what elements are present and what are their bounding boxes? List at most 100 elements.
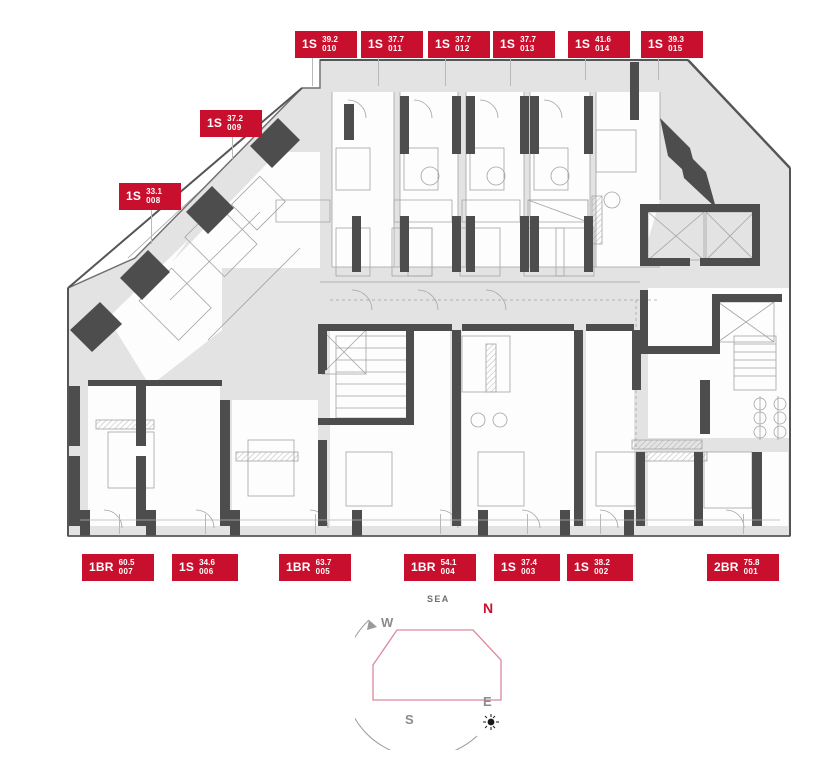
unit-type: 1S (207, 116, 223, 130)
unit-code: 004 (440, 567, 456, 576)
unit-code: 005 (315, 567, 331, 576)
unit-leader-line (600, 514, 601, 534)
unit-area: 39.2 (322, 34, 339, 44)
compass-sea-label: SEA (427, 594, 450, 604)
unit-area: 39.3 (668, 34, 685, 44)
unit-area: 75.8 (743, 557, 760, 567)
unit-leader-line (527, 514, 528, 534)
unit-area: 37.7 (388, 34, 405, 44)
unit-code: 002 (594, 567, 609, 576)
unit-leader-line (232, 137, 233, 159)
unit-code: 012 (455, 44, 470, 53)
unit-area: 60.5 (118, 557, 135, 567)
unit-leader-line (119, 514, 120, 534)
unit-type: 1S (574, 560, 590, 574)
unit-area: 41.6 (595, 34, 612, 44)
unit-type: 1S (368, 37, 384, 51)
unit-type: 2BR (714, 560, 739, 574)
unit-leader-line (510, 58, 511, 86)
building-outline (67, 59, 791, 537)
unit-leader-line (743, 514, 744, 534)
unit-code: 007 (118, 567, 134, 576)
unit-type: 1S (126, 189, 142, 203)
unit-code: 006 (199, 567, 214, 576)
unit-code: 003 (521, 567, 536, 576)
unit-leader-line (585, 58, 586, 80)
unit-type: 1S (435, 37, 451, 51)
compass-east-label: E (483, 694, 492, 709)
unit-leader-line (378, 58, 379, 86)
unit-type: 1BR (286, 560, 311, 574)
compass-north-label: N (483, 600, 494, 616)
unit-type: 1S (179, 560, 195, 574)
unit-leader-line (205, 514, 206, 534)
unit-area: 38.2 (594, 557, 611, 567)
unit-area: 37.7 (455, 34, 472, 44)
apartment-interior-fills (88, 92, 790, 526)
unit-type: 1S (501, 560, 517, 574)
unit-type: 1BR (89, 560, 114, 574)
unit-type: 1S (302, 37, 318, 51)
unit-code: 010 (322, 44, 337, 53)
compass-south-label: S (405, 712, 414, 727)
unit-area: 54.1 (440, 557, 457, 567)
unit-area: 63.7 (315, 557, 332, 567)
unit-area: 37.7 (520, 34, 537, 44)
unit-code: 013 (520, 44, 535, 53)
unit-leader-line (658, 58, 659, 80)
unit-type: 1S (648, 37, 664, 51)
unit-code: 001 (743, 567, 759, 576)
unit-leader-line (440, 514, 441, 534)
unit-code: 014 (595, 44, 610, 53)
unit-area: 33.1 (146, 186, 163, 196)
unit-code: 015 (668, 44, 683, 53)
unit-area: 37.2 (227, 113, 244, 123)
unit-leader-line (315, 514, 316, 534)
structural-walls (68, 62, 782, 536)
unit-type: 1BR (411, 560, 436, 574)
unit-leader-line (445, 58, 446, 86)
compass-west-label: W (381, 615, 394, 630)
unit-code: 011 (388, 44, 403, 53)
compass-rose: SEA N W S E (343, 590, 545, 758)
unit-leader-line (312, 58, 313, 86)
unit-area: 34.6 (199, 557, 216, 567)
compass-graphic (343, 619, 502, 758)
unit-leader-line (151, 210, 152, 244)
unit-code: 009 (227, 123, 242, 132)
unit-code: 008 (146, 196, 161, 205)
unit-type: 1S (500, 37, 516, 51)
unit-area: 37.4 (521, 557, 538, 567)
